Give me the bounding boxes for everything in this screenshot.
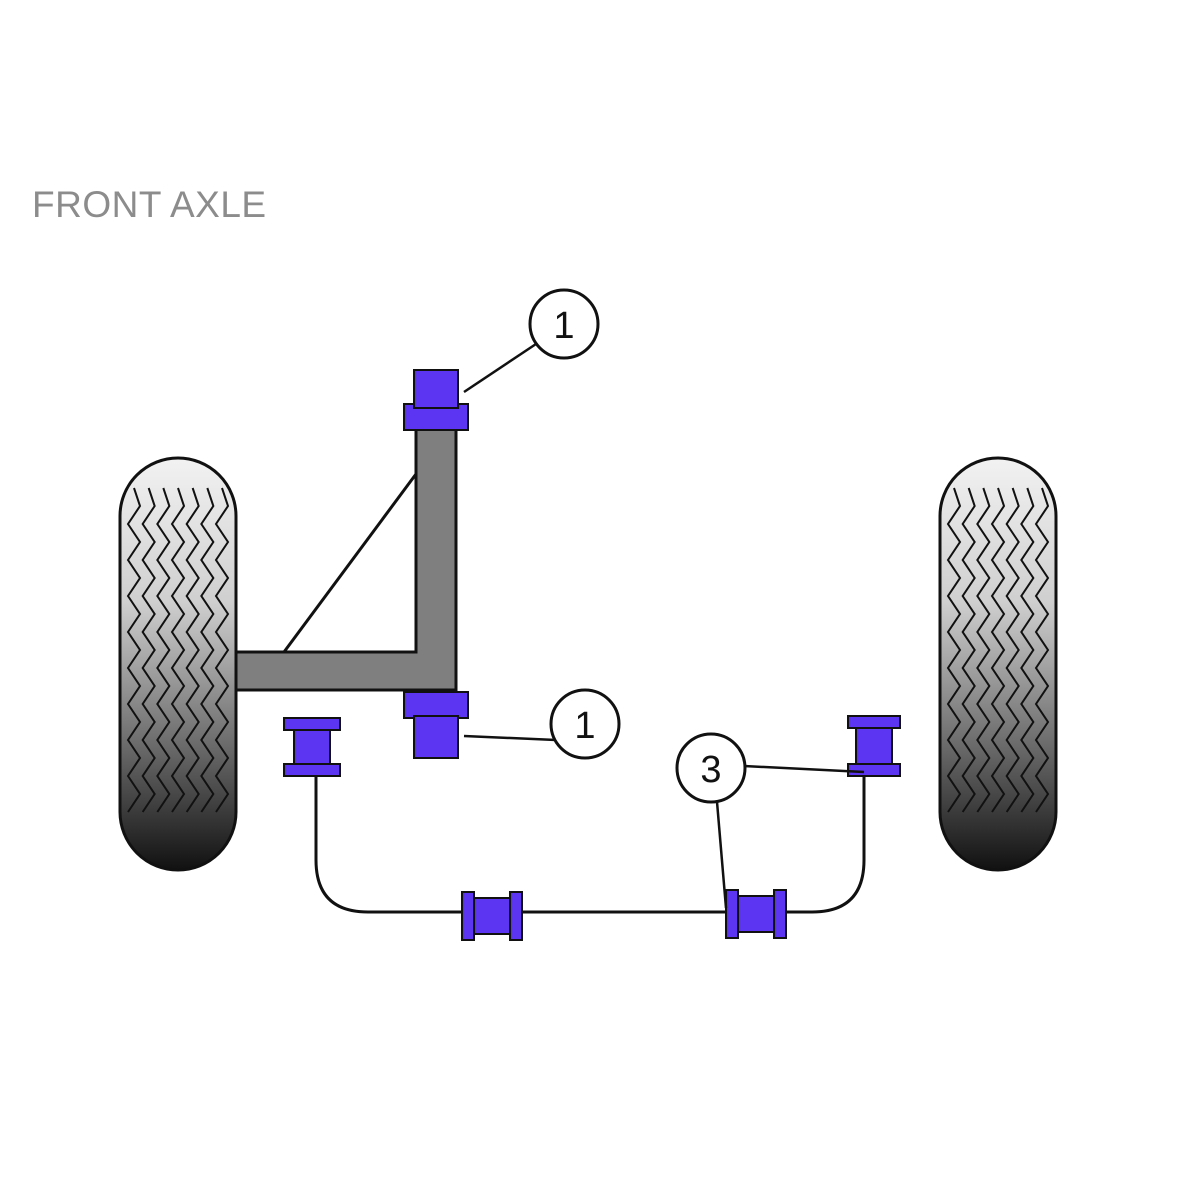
diagram-title: FRONT AXLE	[32, 184, 267, 225]
callout-1-bottom-label: 1	[574, 705, 595, 747]
tread-line	[1005, 487, 1020, 813]
bush-arb-right-end	[847, 715, 901, 777]
tread-line	[141, 487, 156, 813]
tread-line	[1034, 487, 1050, 813]
bush-arb-centre-left	[461, 891, 523, 941]
callout-leaders	[463, 342, 865, 909]
bush-arb-centre-right	[725, 889, 787, 939]
tread-line	[126, 487, 142, 813]
tread-line	[946, 487, 962, 813]
bush-top	[403, 369, 469, 431]
tread-line	[185, 487, 200, 813]
tread-line	[214, 487, 230, 813]
callout-1-bottom: 1	[549, 688, 621, 760]
callout-1-top-label: 1	[553, 305, 574, 347]
tyre-tread-icon	[126, 487, 230, 813]
tread-line	[990, 487, 1006, 813]
anti-roll-bar	[314, 760, 866, 914]
wishbone-arm	[234, 418, 458, 692]
tread-line	[961, 487, 976, 813]
tread-line	[200, 487, 215, 813]
tread-line	[976, 487, 991, 813]
tread-line	[156, 487, 171, 813]
callout-3-label: 3	[700, 749, 721, 791]
tread-line	[170, 487, 186, 813]
bush-bottom	[403, 691, 469, 759]
callout-1-top: 1	[528, 288, 600, 360]
callout-3: 3	[675, 732, 747, 804]
bush-arb-left-end	[283, 717, 341, 777]
tyre-tread-icon	[946, 487, 1050, 813]
tread-line	[1020, 487, 1035, 813]
